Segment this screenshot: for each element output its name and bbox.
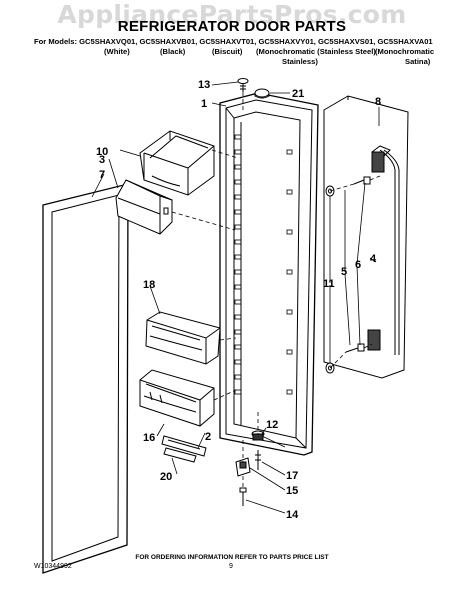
door-liner <box>219 92 319 456</box>
top-hinge-screw <box>237 78 249 92</box>
callout-8: 8 <box>375 96 381 108</box>
dairy-door <box>115 179 173 235</box>
lower-hinge-screw <box>239 487 247 506</box>
finish-black: (Black) <box>160 47 186 56</box>
bin-rail <box>161 435 207 457</box>
dairy-compartment <box>139 130 215 196</box>
callout-3: 3 <box>99 154 105 166</box>
door-handle <box>323 95 409 379</box>
door-bin-small <box>145 311 221 365</box>
callout-2: 2 <box>205 431 211 443</box>
callout-18: 18 <box>143 279 155 291</box>
callout-10: 10 <box>96 146 108 158</box>
models-line: For Models: GC5SHAXVQ01, GC5SHAXVB01, GC… <box>34 37 433 46</box>
finish-mono-satina-line1: (Monochromatic <box>375 47 435 56</box>
finish-mono-ss-line2: Stainless) <box>282 57 318 66</box>
hinge-screw-17 <box>255 450 261 470</box>
callout-21: 21 <box>292 88 304 100</box>
callout-16: 16 <box>143 432 155 444</box>
hinge-cap <box>254 88 270 99</box>
page-title: REFRIGERATOR DOOR PARTS <box>117 18 347 35</box>
callout-5: 5 <box>341 266 347 278</box>
callout-15: 15 <box>286 485 298 497</box>
finish-biscuit: (Biscuit) <box>212 47 243 56</box>
finish-mono-satina-line2: Satina) <box>405 57 431 66</box>
callout-17: 17 <box>286 470 298 482</box>
lower-hinge-bushing <box>251 430 265 441</box>
document-number: W10344992 <box>34 563 72 570</box>
callout-20: 20 <box>160 471 172 483</box>
callout-12: 12 <box>266 419 278 431</box>
callout-1: 1 <box>201 98 207 110</box>
finish-mono-ss-line1: (Monochromatic (Stainless Steel) <box>256 47 376 56</box>
finish-white: (White) <box>104 47 130 56</box>
watermark: AppliancePartsPros.com <box>57 0 407 29</box>
callout-6: 6 <box>355 259 361 271</box>
hinge-pin-bracket <box>235 457 251 477</box>
callout-7: 7 <box>99 169 105 181</box>
callout-14: 14 <box>286 509 299 521</box>
door-bin-large <box>139 369 215 427</box>
page-number: 9 <box>229 563 233 570</box>
door-gasket <box>42 183 129 574</box>
ordering-note: FOR ORDERING INFORMATION REFER TO PARTS … <box>135 554 329 561</box>
callout-11: 11 <box>323 278 335 290</box>
callout-4: 4 <box>370 253 377 265</box>
bin-clip <box>163 447 197 463</box>
callout-13: 13 <box>198 79 210 91</box>
